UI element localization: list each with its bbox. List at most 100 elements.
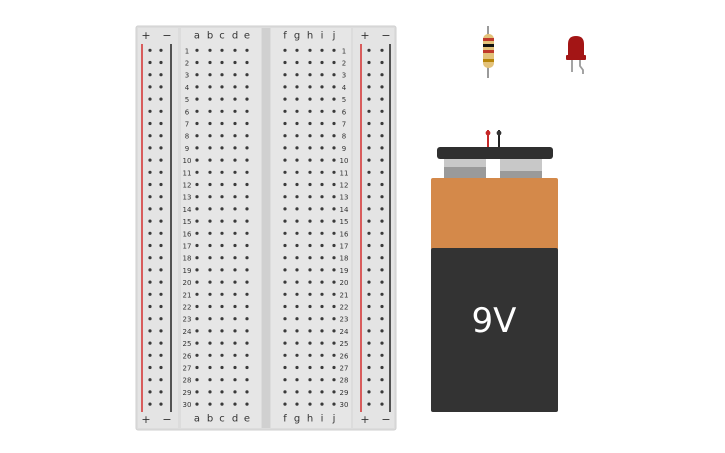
- rail-hole-right-minus-1[interactable]: [380, 48, 384, 52]
- hole-j11[interactable]: [332, 170, 336, 174]
- hole-j25[interactable]: [332, 341, 336, 345]
- hole-j27[interactable]: [332, 365, 336, 370]
- hole-i12[interactable]: [320, 182, 324, 187]
- hole-b20[interactable]: [208, 280, 212, 284]
- hole-e17[interactable]: [245, 243, 249, 248]
- hole-h22[interactable]: [308, 304, 312, 309]
- hole-b22[interactable]: [208, 304, 212, 309]
- rail-hole-left-minus-8[interactable]: [159, 134, 163, 138]
- hole-e8[interactable]: [245, 134, 249, 138]
- rail-hole-left-minus-4[interactable]: [159, 85, 163, 89]
- hole-i25[interactable]: [320, 341, 324, 345]
- rail-hole-left-plus-25[interactable]: [148, 341, 152, 345]
- hole-a27[interactable]: [195, 365, 199, 370]
- hole-b28[interactable]: [208, 378, 212, 382]
- hole-j23[interactable]: [332, 317, 336, 321]
- hole-d15[interactable]: [233, 219, 237, 223]
- rail-hole-right-plus-3[interactable]: [367, 73, 371, 77]
- hole-c5[interactable]: [220, 97, 224, 101]
- rail-hole-right-plus-14[interactable]: [367, 207, 371, 211]
- rail-hole-left-plus-11[interactable]: [148, 170, 152, 174]
- hole-b4[interactable]: [208, 85, 212, 89]
- hole-h24[interactable]: [308, 329, 312, 333]
- rail-hole-right-plus-11[interactable]: [367, 170, 371, 174]
- hole-f11[interactable]: [283, 170, 287, 174]
- hole-c3[interactable]: [220, 73, 224, 77]
- hole-b23[interactable]: [208, 317, 212, 321]
- rail-hole-left-plus-10[interactable]: [148, 158, 152, 162]
- hole-j29[interactable]: [332, 390, 336, 394]
- hole-c27[interactable]: [220, 365, 224, 370]
- hole-f15[interactable]: [283, 219, 287, 223]
- hole-g1[interactable]: [295, 48, 299, 52]
- rail-hole-right-plus-10[interactable]: [367, 158, 371, 162]
- hole-b30[interactable]: [208, 402, 212, 406]
- hole-f3[interactable]: [283, 73, 287, 77]
- hole-i4[interactable]: [320, 85, 324, 89]
- hole-e13[interactable]: [245, 195, 249, 199]
- hole-c6[interactable]: [220, 109, 224, 113]
- hole-f26[interactable]: [283, 353, 287, 357]
- hole-a21[interactable]: [195, 292, 199, 296]
- hole-h10[interactable]: [308, 158, 312, 162]
- hole-f29[interactable]: [283, 390, 287, 394]
- hole-i16[interactable]: [320, 231, 324, 235]
- hole-h21[interactable]: [308, 292, 312, 296]
- hole-a16[interactable]: [195, 231, 199, 235]
- hole-i28[interactable]: [320, 378, 324, 382]
- rail-hole-right-plus-17[interactable]: [367, 243, 371, 248]
- hole-h13[interactable]: [308, 195, 312, 199]
- rail-hole-right-minus-26[interactable]: [380, 353, 384, 357]
- hole-c28[interactable]: [220, 378, 224, 382]
- hole-c22[interactable]: [220, 304, 224, 309]
- hole-j28[interactable]: [332, 378, 336, 382]
- hole-j13[interactable]: [332, 195, 336, 199]
- hole-j30[interactable]: [332, 402, 336, 406]
- hole-d3[interactable]: [233, 73, 237, 77]
- hole-f2[interactable]: [283, 60, 287, 65]
- hole-g25[interactable]: [295, 341, 299, 345]
- hole-e23[interactable]: [245, 317, 249, 321]
- hole-i26[interactable]: [320, 353, 324, 357]
- rail-hole-left-minus-21[interactable]: [159, 292, 163, 296]
- hole-h26[interactable]: [308, 353, 312, 357]
- rail-hole-right-plus-22[interactable]: [367, 304, 371, 309]
- rail-hole-left-plus-7[interactable]: [148, 121, 152, 126]
- hole-d26[interactable]: [233, 353, 237, 357]
- hole-g27[interactable]: [295, 365, 299, 370]
- hole-g28[interactable]: [295, 378, 299, 382]
- rail-hole-left-minus-26[interactable]: [159, 353, 163, 357]
- hole-b19[interactable]: [208, 268, 212, 272]
- hole-e21[interactable]: [245, 292, 249, 296]
- hole-h17[interactable]: [308, 243, 312, 248]
- hole-h16[interactable]: [308, 231, 312, 235]
- rail-hole-right-plus-8[interactable]: [367, 134, 371, 138]
- hole-d8[interactable]: [233, 134, 237, 138]
- hole-c15[interactable]: [220, 219, 224, 223]
- hole-h12[interactable]: [308, 182, 312, 187]
- hole-h11[interactable]: [308, 170, 312, 174]
- rail-hole-left-minus-11[interactable]: [159, 170, 163, 174]
- rail-hole-right-minus-28[interactable]: [380, 378, 384, 382]
- hole-h7[interactable]: [308, 121, 312, 126]
- rail-hole-left-minus-30[interactable]: [159, 402, 163, 406]
- hole-a11[interactable]: [195, 170, 199, 174]
- hole-j18[interactable]: [332, 256, 336, 260]
- hole-i18[interactable]: [320, 256, 324, 260]
- hole-a6[interactable]: [195, 109, 199, 113]
- hole-f10[interactable]: [283, 158, 287, 162]
- hole-f17[interactable]: [283, 243, 287, 248]
- hole-j24[interactable]: [332, 329, 336, 333]
- hole-h18[interactable]: [308, 256, 312, 260]
- hole-f14[interactable]: [283, 207, 287, 211]
- hole-g9[interactable]: [295, 146, 299, 150]
- hole-d28[interactable]: [233, 378, 237, 382]
- hole-g10[interactable]: [295, 158, 299, 162]
- hole-b11[interactable]: [208, 170, 212, 174]
- rail-hole-right-plus-28[interactable]: [367, 378, 371, 382]
- rail-hole-left-minus-18[interactable]: [159, 256, 163, 260]
- hole-b17[interactable]: [208, 243, 212, 248]
